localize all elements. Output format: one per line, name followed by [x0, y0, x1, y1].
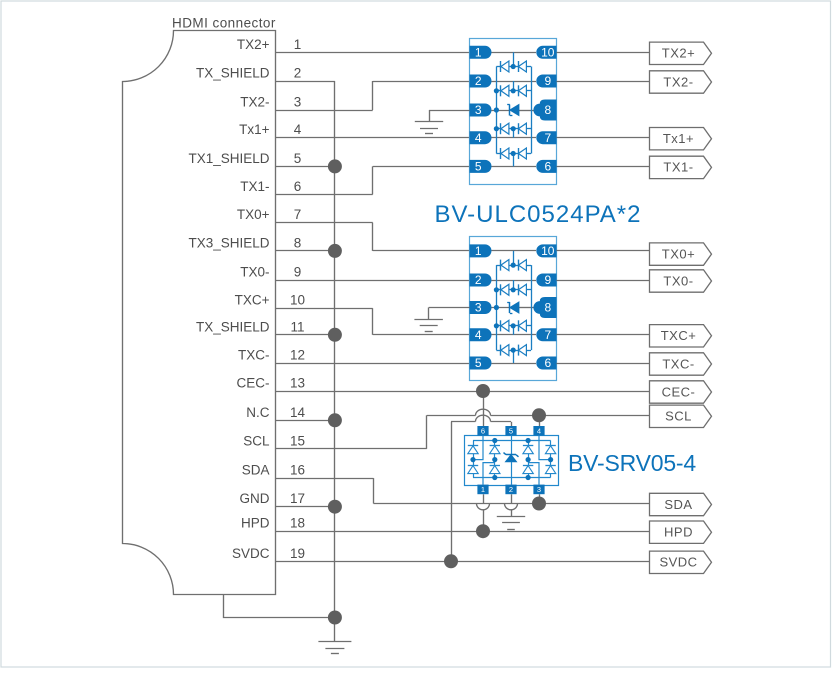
svg-text:CEC-: CEC- — [237, 376, 270, 391]
svg-text:7: 7 — [544, 328, 551, 342]
svg-text:3: 3 — [537, 485, 541, 494]
svg-text:18: 18 — [290, 516, 305, 531]
svg-text:6: 6 — [544, 160, 551, 174]
svg-text:TXC+: TXC+ — [235, 293, 270, 308]
svg-text:HPD: HPD — [241, 516, 270, 531]
svg-text:2: 2 — [475, 273, 482, 287]
svg-text:4: 4 — [475, 131, 482, 145]
svg-text:5: 5 — [509, 427, 513, 436]
svg-text:3: 3 — [475, 301, 482, 315]
svg-text:TX2-: TX2- — [663, 74, 693, 89]
svg-text:TX2+: TX2+ — [237, 37, 270, 52]
svg-text:4: 4 — [537, 427, 541, 436]
svg-text:TX0+: TX0+ — [237, 207, 270, 222]
svg-text:Tx1+: Tx1+ — [239, 122, 270, 137]
svg-text:16: 16 — [290, 463, 305, 478]
svg-text:7: 7 — [294, 207, 302, 222]
svg-text:3: 3 — [294, 95, 302, 110]
svg-text:1: 1 — [475, 244, 482, 258]
svg-text:2: 2 — [475, 74, 482, 88]
svg-text:CEC-: CEC- — [662, 384, 696, 399]
svg-text:5: 5 — [475, 356, 482, 370]
svg-text:HDMI connector: HDMI connector — [172, 16, 276, 31]
svg-text:TX2-: TX2- — [240, 95, 269, 110]
svg-text:TX2+: TX2+ — [662, 46, 695, 61]
svg-text:12: 12 — [290, 348, 305, 363]
svg-text:8: 8 — [294, 235, 302, 250]
svg-text:2: 2 — [294, 66, 302, 81]
svg-text:TX0+: TX0+ — [662, 246, 695, 261]
svg-text:SVDC: SVDC — [232, 546, 270, 561]
svg-text:4: 4 — [475, 328, 482, 342]
svg-text:TX0-: TX0- — [240, 265, 269, 280]
svg-text:9: 9 — [294, 265, 302, 280]
svg-text:BV-SRV05-4: BV-SRV05-4 — [568, 450, 696, 476]
svg-text:TX0-: TX0- — [663, 273, 693, 288]
svg-text:TXC-: TXC- — [662, 356, 694, 371]
svg-text:14: 14 — [290, 405, 306, 420]
svg-text:1: 1 — [481, 485, 485, 494]
svg-text:HPD: HPD — [664, 525, 693, 540]
svg-text:13: 13 — [290, 376, 305, 391]
svg-text:9: 9 — [544, 74, 551, 88]
svg-text:10: 10 — [541, 46, 555, 60]
svg-text:5: 5 — [475, 160, 482, 174]
svg-text:6: 6 — [544, 356, 551, 370]
svg-text:15: 15 — [290, 433, 305, 448]
svg-text:BV-ULC0524PA*2: BV-ULC0524PA*2 — [434, 201, 641, 228]
svg-text:10: 10 — [290, 293, 305, 308]
svg-text:6: 6 — [481, 427, 485, 436]
svg-text:1: 1 — [475, 46, 482, 60]
svg-text:TX3_SHIELD: TX3_SHIELD — [188, 235, 269, 250]
svg-text:1: 1 — [294, 37, 302, 52]
svg-text:7: 7 — [544, 131, 551, 145]
svg-text:SCL: SCL — [243, 433, 270, 448]
svg-text:3: 3 — [475, 103, 482, 117]
svg-text:8: 8 — [544, 301, 551, 315]
svg-text:17: 17 — [290, 491, 305, 506]
svg-text:GND: GND — [240, 491, 270, 506]
svg-text:5: 5 — [294, 151, 302, 166]
svg-text:11: 11 — [290, 319, 304, 334]
svg-text:6: 6 — [294, 179, 302, 194]
svg-text:N.C: N.C — [246, 405, 270, 420]
svg-text:SDA: SDA — [242, 463, 270, 478]
svg-text:19: 19 — [290, 546, 305, 561]
svg-text:9: 9 — [544, 273, 551, 287]
svg-text:TXC-: TXC- — [238, 348, 270, 363]
svg-text:SCL: SCL — [665, 409, 692, 424]
svg-text:SDA: SDA — [664, 497, 692, 512]
svg-text:Tx1+: Tx1+ — [663, 131, 694, 146]
svg-text:8: 8 — [544, 103, 551, 117]
svg-text:TX_SHIELD: TX_SHIELD — [196, 66, 270, 81]
svg-text:TX1-: TX1- — [663, 160, 693, 175]
svg-text:10: 10 — [541, 244, 555, 258]
svg-text:2: 2 — [509, 485, 513, 494]
svg-text:TX1_SHIELD: TX1_SHIELD — [188, 151, 269, 166]
svg-text:4: 4 — [294, 122, 302, 137]
svg-text:SVDC: SVDC — [659, 555, 697, 570]
svg-text:TX1-: TX1- — [240, 179, 269, 194]
svg-text:TX_SHIELD: TX_SHIELD — [196, 319, 270, 334]
svg-text:TXC+: TXC+ — [661, 328, 697, 343]
